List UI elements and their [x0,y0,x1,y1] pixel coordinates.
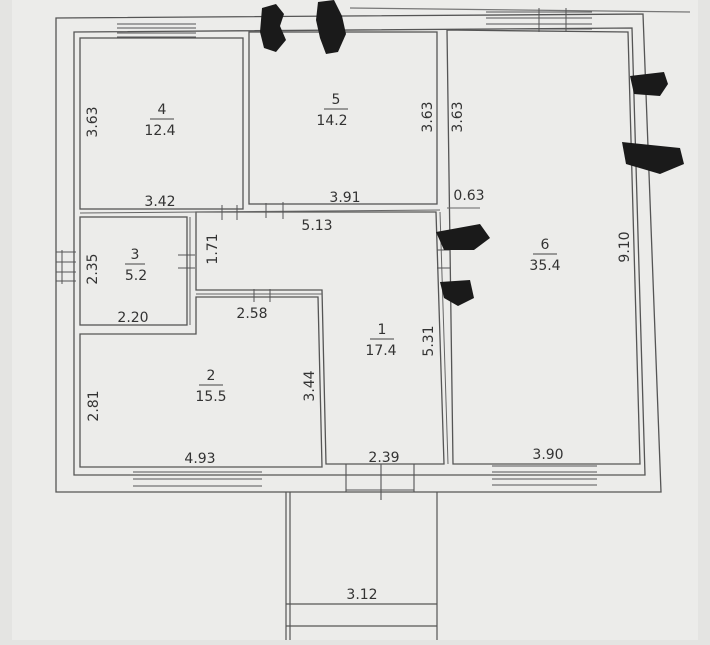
dim-wall-gap: 0.63 [453,188,484,204]
dim-r6-height: 9.10 [617,231,633,262]
room-2-outline [79,296,323,468]
dimension-labels-vertical: 3.63 3.63 3.63 2.35 1.71 2.81 3.44 5.31 … [85,101,633,421]
paper-sheet [12,0,698,640]
dim-r2-top: 2.58 [236,306,267,322]
windows [56,8,597,493]
room-number: 4 [158,102,167,118]
dim-corridor-width: 5.13 [301,218,332,234]
room-labels: 4 12.4 5 14.2 6 35.4 3 5.2 1 17.4 2 15.5 [125,92,561,405]
window-room-2 [133,471,262,493]
dim-r2-height: 2.81 [86,390,102,421]
room-1-outline [195,211,445,465]
dim-r2-right-height: 3.44 [302,370,318,401]
room-number: 1 [378,322,387,338]
interior-walls [79,207,480,465]
dim-r4-height: 3.63 [85,106,101,137]
window-room-6-bottom [492,465,597,486]
dim-r6-width: 3.90 [532,447,563,463]
top-edge-line [349,7,691,13]
room-4-outline [79,37,244,210]
room-outlines [79,29,641,468]
porch [285,492,438,640]
dim-r4-width: 3.42 [144,194,175,210]
window-room-3 [56,250,76,284]
room-number: 2 [207,368,216,384]
room-number: 3 [131,247,140,263]
outer-walls [55,13,662,493]
marker-scribbles [260,0,684,306]
room-number: 5 [332,92,341,108]
room-area: 35.4 [529,258,560,274]
room-area: 12.4 [144,123,175,139]
dim-corridor-height: 1.71 [205,233,221,264]
room-3-outline [79,216,188,326]
room-area: 5.2 [125,268,147,284]
room-area: 15.5 [195,389,226,405]
dim-porch-width: 3.12 [346,587,377,603]
room-area: 17.4 [365,343,396,359]
window-room-6-top [486,8,592,32]
entrance [345,464,415,500]
window-room-4 [117,23,196,38]
dim-r3-height: 2.35 [85,253,101,284]
dim-r5-right-height: 3.63 [420,101,436,132]
dim-r1-bottom: 2.39 [368,450,399,466]
room-6-outline [446,29,641,465]
dimension-labels-horizontal: 3.42 3.91 0.63 5.13 2.20 2.58 4.93 2.39 … [117,188,563,603]
dim-r5-width: 3.91 [329,190,360,206]
room-area: 14.2 [316,113,347,129]
dim-r3-width: 2.20 [117,310,148,326]
dim-r5-left-height: 3.63 [450,101,466,132]
dim-r1-height: 5.31 [421,325,437,356]
dim-r2-width: 4.93 [184,451,215,467]
doors [178,202,450,302]
room-number: 6 [541,237,550,253]
